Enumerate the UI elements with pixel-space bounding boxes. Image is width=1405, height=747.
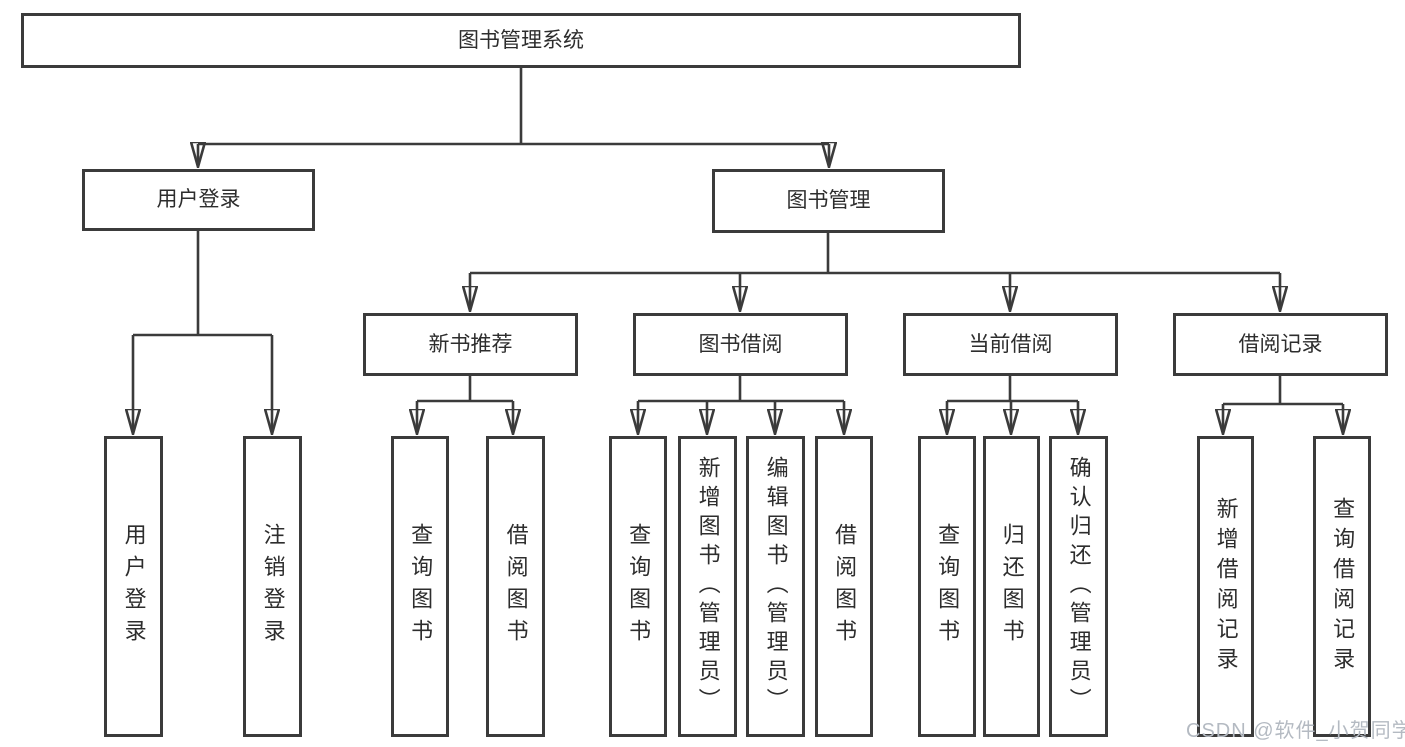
node-label: 归还图书 — [999, 522, 1025, 651]
node-label: 图书借阅 — [698, 332, 783, 356]
node-new-book-recommend: 新书推荐 — [363, 313, 578, 376]
node-user-login: 用户登录 — [82, 169, 315, 231]
node-label: 查询图书 — [408, 522, 434, 651]
csdn-watermark: CSDN @软件_小贺同学 — [1186, 720, 1405, 742]
node-library-system: 图书管理系统 — [21, 13, 1021, 68]
leaf-confirm-return-admin: 确认归还（管理员） — [1049, 436, 1108, 737]
leaf-return-books: 归还图书 — [983, 436, 1040, 737]
node-label: 确认归还（管理员） — [1066, 456, 1092, 717]
node-label: 查询图书 — [935, 522, 961, 651]
node-label: 编辑图书（管理员） — [763, 456, 789, 717]
leaf-query-books-current: 查询图书 — [918, 436, 976, 737]
node-label: 新增图书（管理员） — [695, 456, 721, 717]
node-label: 图书管理 — [786, 189, 871, 213]
leaf-query-books-borrow: 查询图书 — [609, 436, 667, 737]
node-label: 新增借阅记录 — [1213, 496, 1239, 677]
leaf-query-borrow-record: 查询借阅记录 — [1313, 436, 1371, 737]
node-book-borrow: 图书借阅 — [633, 313, 848, 376]
node-current-borrow: 当前借阅 — [903, 313, 1118, 376]
node-label: 查询图书 — [626, 522, 652, 651]
leaf-add-borrow-record: 新增借阅记录 — [1197, 436, 1254, 737]
node-label: 借阅图书 — [503, 522, 529, 651]
node-borrow-records: 借阅记录 — [1173, 313, 1388, 376]
node-label: 查询借阅记录 — [1330, 496, 1356, 677]
leaf-add-books-admin: 新增图书（管理员） — [678, 436, 737, 737]
node-book-management: 图书管理 — [712, 169, 945, 233]
node-label: 新书推荐 — [428, 332, 513, 356]
leaf-edit-books-admin: 编辑图书（管理员） — [746, 436, 805, 737]
node-label: 借阅图书 — [832, 522, 858, 651]
leaf-query-books-recommend: 查询图书 — [391, 436, 449, 737]
node-label: 当前借阅 — [968, 332, 1053, 356]
leaf-user-login: 用户登录 — [104, 436, 163, 737]
node-label: 借阅记录 — [1238, 332, 1323, 356]
node-label: 用户登录 — [121, 522, 147, 651]
leaf-borrow-books: 借阅图书 — [815, 436, 873, 737]
node-label: 注销登录 — [260, 522, 286, 651]
node-label: 用户登录 — [156, 188, 241, 212]
leaf-borrow-books-recommend: 借阅图书 — [486, 436, 545, 737]
leaf-logout: 注销登录 — [243, 436, 302, 737]
node-label: 图书管理系统 — [458, 28, 584, 52]
